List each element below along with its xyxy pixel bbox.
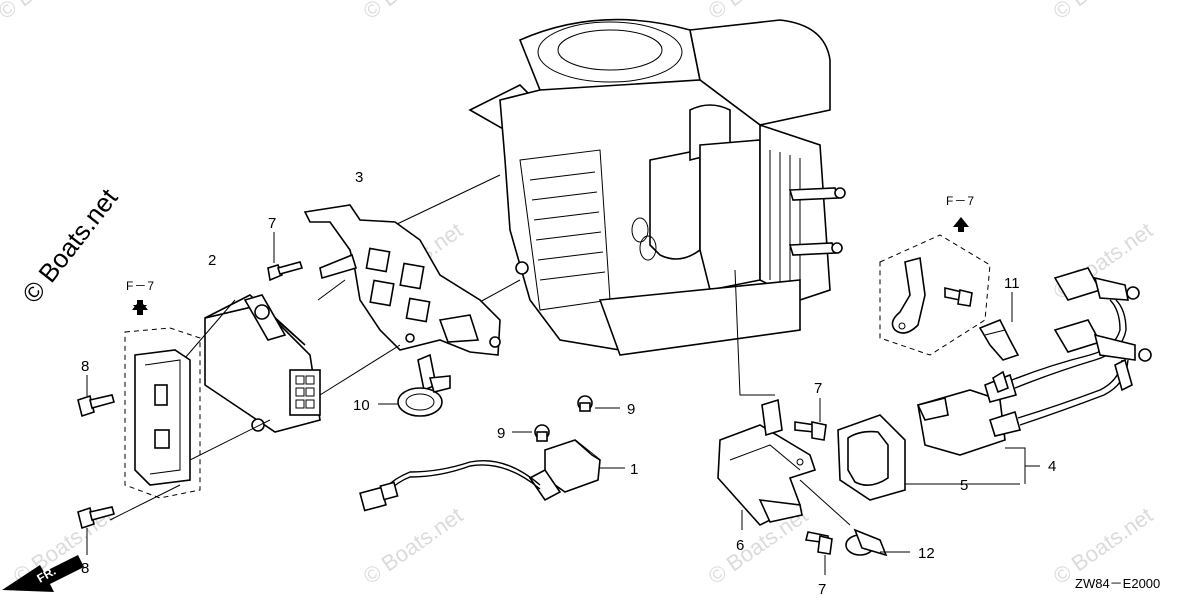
leader-line [317,279,346,301]
callout-8-lower: 8 [81,560,89,577]
leader-line [109,484,181,521]
watermark-tile: © Boats.net [359,502,468,589]
leader-line [734,269,775,396]
callout-12: 12 [918,545,935,562]
front-arrow: FR. [2,555,84,592]
screw-9b [534,424,550,442]
pulser-sensor [359,439,601,512]
leader-line [319,344,401,396]
callout-10: 10 [353,397,370,414]
detail-box-right [879,234,991,356]
stay-plate-right [891,256,926,334]
bolt-7-upper-left [267,261,304,282]
leader-line [394,174,501,226]
bolt-7-mid-right [794,421,827,441]
watermark-tile: © Boats.net [1049,0,1158,24]
watermark-tile: © Boats.net [0,0,102,24]
bolt-8-lower [77,506,115,530]
callout-9-right: 9 [627,401,635,418]
watermark-tile: © Boats.net [359,0,468,24]
ignition-coil [916,267,1152,456]
bolt-7-lower-right [805,531,833,555]
rubber-boot [837,414,906,501]
control-module [204,294,321,433]
watermark-tile: © Boats.net [704,0,813,24]
leader-line [799,479,851,526]
diagram-code: ZW84－E2000 [1075,576,1160,591]
ref-label-left: F－7 [126,279,155,293]
leader-line [477,279,521,304]
callout-8-upper: 8 [81,358,89,375]
bracket-plate [303,204,501,356]
bolt-right-box [944,286,973,307]
callout-7-upper-left: 7 [268,215,276,232]
detail-box-left [124,327,201,499]
hose-clamp [397,353,451,417]
callout-9-left: 9 [497,425,505,442]
ref-arrow-right [953,217,969,232]
callout-4: 4 [1048,458,1056,475]
leader-line [1005,447,1026,484]
callout-7-lower-right: 7 [818,581,826,598]
ref-arrow-left [132,300,148,315]
watermark-main: © Boats.net [16,182,124,308]
ref-label-right: F－7 [946,194,975,208]
harness-clip [978,318,1020,361]
bolt-8-upper [77,394,115,418]
callout-5: 5 [960,477,968,494]
callout-11: 11 [1004,275,1020,292]
wire-clip [845,528,888,557]
mount-bracket-left [134,349,191,486]
engine-block [468,18,846,356]
coil-bracket [717,398,817,526]
leader-line [184,299,236,359]
callout-2: 2 [208,252,216,269]
callout-1: 1 [630,461,638,478]
callout-6: 6 [736,537,744,554]
callout-7-mid-right: 7 [814,380,822,397]
callout-3: 3 [355,169,363,186]
screw-9a [577,395,593,412]
